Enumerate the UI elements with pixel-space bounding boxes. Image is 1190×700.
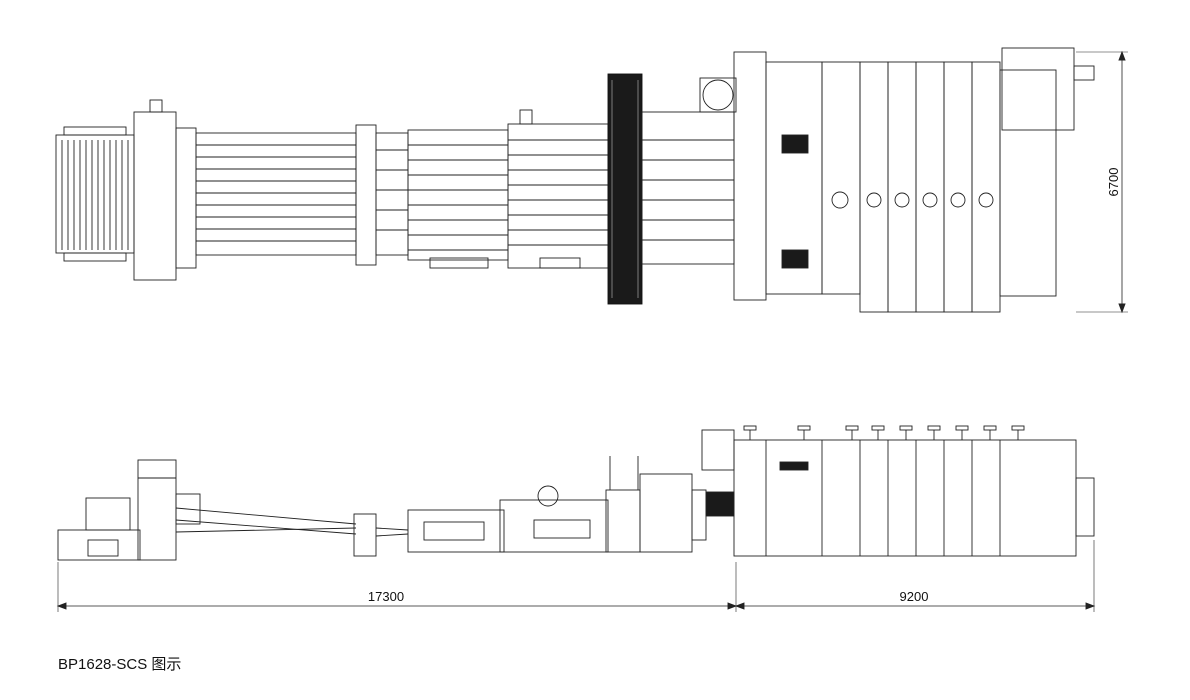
plan-feeder <box>641 77 737 265</box>
plan-belt-tower <box>607 73 643 305</box>
plan-printing-units <box>733 47 1095 313</box>
plan-stacker <box>55 99 197 281</box>
plan-conveyor <box>195 124 409 266</box>
side-feeder <box>701 429 735 517</box>
height-dimension-line <box>1076 50 1128 314</box>
side-printing-units <box>733 425 1095 557</box>
plan-view <box>55 47 1128 314</box>
printer-length-label: 9200 <box>900 589 929 604</box>
side-conveyor <box>175 507 409 557</box>
figure-caption: BP1628-SCS 图示 <box>58 656 182 673</box>
height-dimension-label: 6700 <box>1106 168 1121 197</box>
side-transfer <box>407 456 707 553</box>
plan-transfer <box>407 109 609 269</box>
feeder-length-label: 17300 <box>368 589 404 604</box>
side-view <box>56 425 1096 612</box>
side-stacker <box>57 459 201 561</box>
length-dimension-lines <box>56 540 1096 612</box>
